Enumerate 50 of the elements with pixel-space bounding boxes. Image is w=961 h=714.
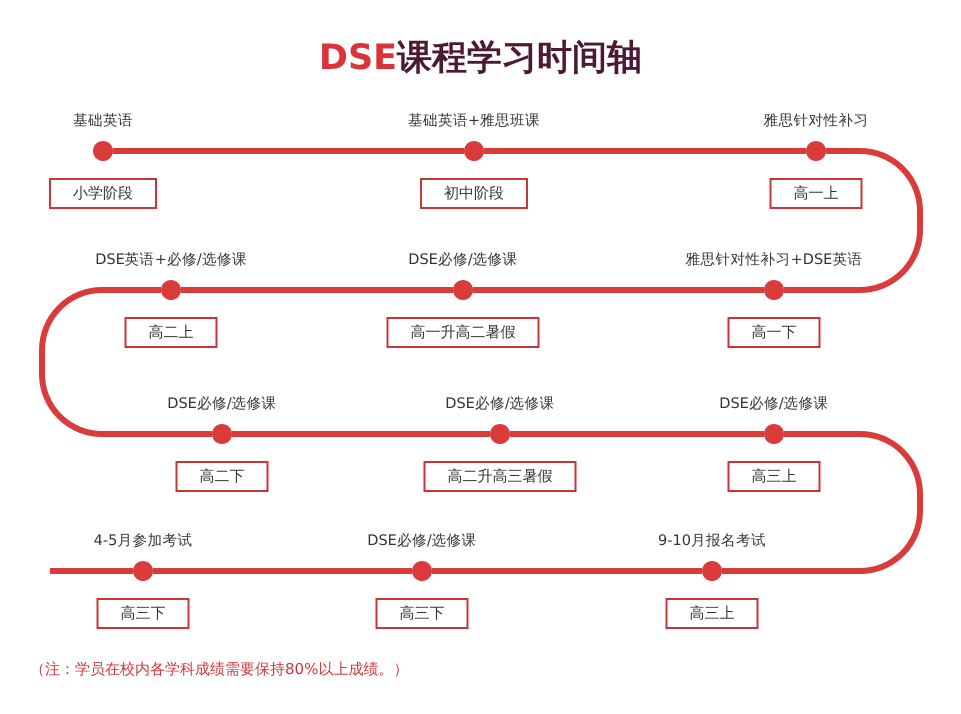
course-label: 雅思针对性补习 (764, 112, 868, 131)
timeline-dot (764, 280, 784, 300)
course-label: DSE必修/选修课 (408, 251, 518, 270)
timeline-line (50, 568, 133, 574)
timeline-dot (764, 424, 784, 444)
timeline-line (113, 148, 464, 154)
course-label: DSE必修/选修课 (719, 395, 829, 414)
timeline-line (784, 148, 923, 293)
stage-tag: 高一上 (770, 178, 862, 209)
timeline-dot (490, 424, 510, 444)
course-label: 基础英语 (73, 112, 133, 131)
course-label: 雅思针对性补习+DSE英语 (686, 250, 862, 270)
stage-tag: 高三下 (376, 598, 468, 629)
stage-tag: 初中阶段 (420, 178, 528, 209)
timeline-dot (161, 280, 181, 300)
timeline-dot (93, 141, 113, 161)
course-label: 4-5月参加考试 (94, 532, 192, 551)
timeline-dot (702, 561, 722, 581)
stage-tag: 高二升高三暑假 (424, 461, 576, 492)
timeline-dot (412, 561, 432, 581)
course-label: 9-10月报名考试 (658, 532, 766, 551)
timeline-line (181, 287, 453, 293)
stage-tag: 高三下 (96, 598, 190, 629)
stage-tag: 小学阶段 (49, 178, 157, 209)
course-label: DSE必修/选修课 (167, 395, 277, 414)
timeline-line (510, 431, 764, 437)
stage-tag: 高三上 (666, 598, 758, 629)
timeline-line (153, 568, 412, 574)
stage-tag: 高一下 (728, 317, 820, 348)
timeline-line (232, 431, 490, 437)
course-label: DSE必修/选修课 (445, 395, 555, 414)
stage-tag: 高二下 (176, 461, 268, 492)
timeline-dot (806, 141, 826, 161)
stage-tag: 高一升高二暑假 (386, 317, 540, 348)
timeline-line (722, 431, 923, 574)
stage-tag: 高三上 (728, 461, 820, 492)
course-label: 基础英语+雅思班课 (408, 112, 540, 131)
timeline-line (473, 287, 764, 293)
timeline-dot (464, 141, 484, 161)
timeline-dot (133, 561, 153, 581)
course-label: DSE英语+必修/选修课 (95, 251, 247, 270)
title: DSE课程学习时间轴 (318, 38, 642, 78)
timeline-dot (212, 424, 232, 444)
timeline-dot (453, 280, 473, 300)
course-label: DSE必修/选修课 (367, 532, 477, 551)
footnote-text: （注：学员在校内各学科成绩需要保持80%以上成绩。） (30, 659, 408, 680)
timeline-line (39, 287, 212, 437)
timeline-line (484, 148, 806, 154)
timeline-line (432, 568, 702, 574)
stage-tag: 高二上 (124, 317, 218, 348)
